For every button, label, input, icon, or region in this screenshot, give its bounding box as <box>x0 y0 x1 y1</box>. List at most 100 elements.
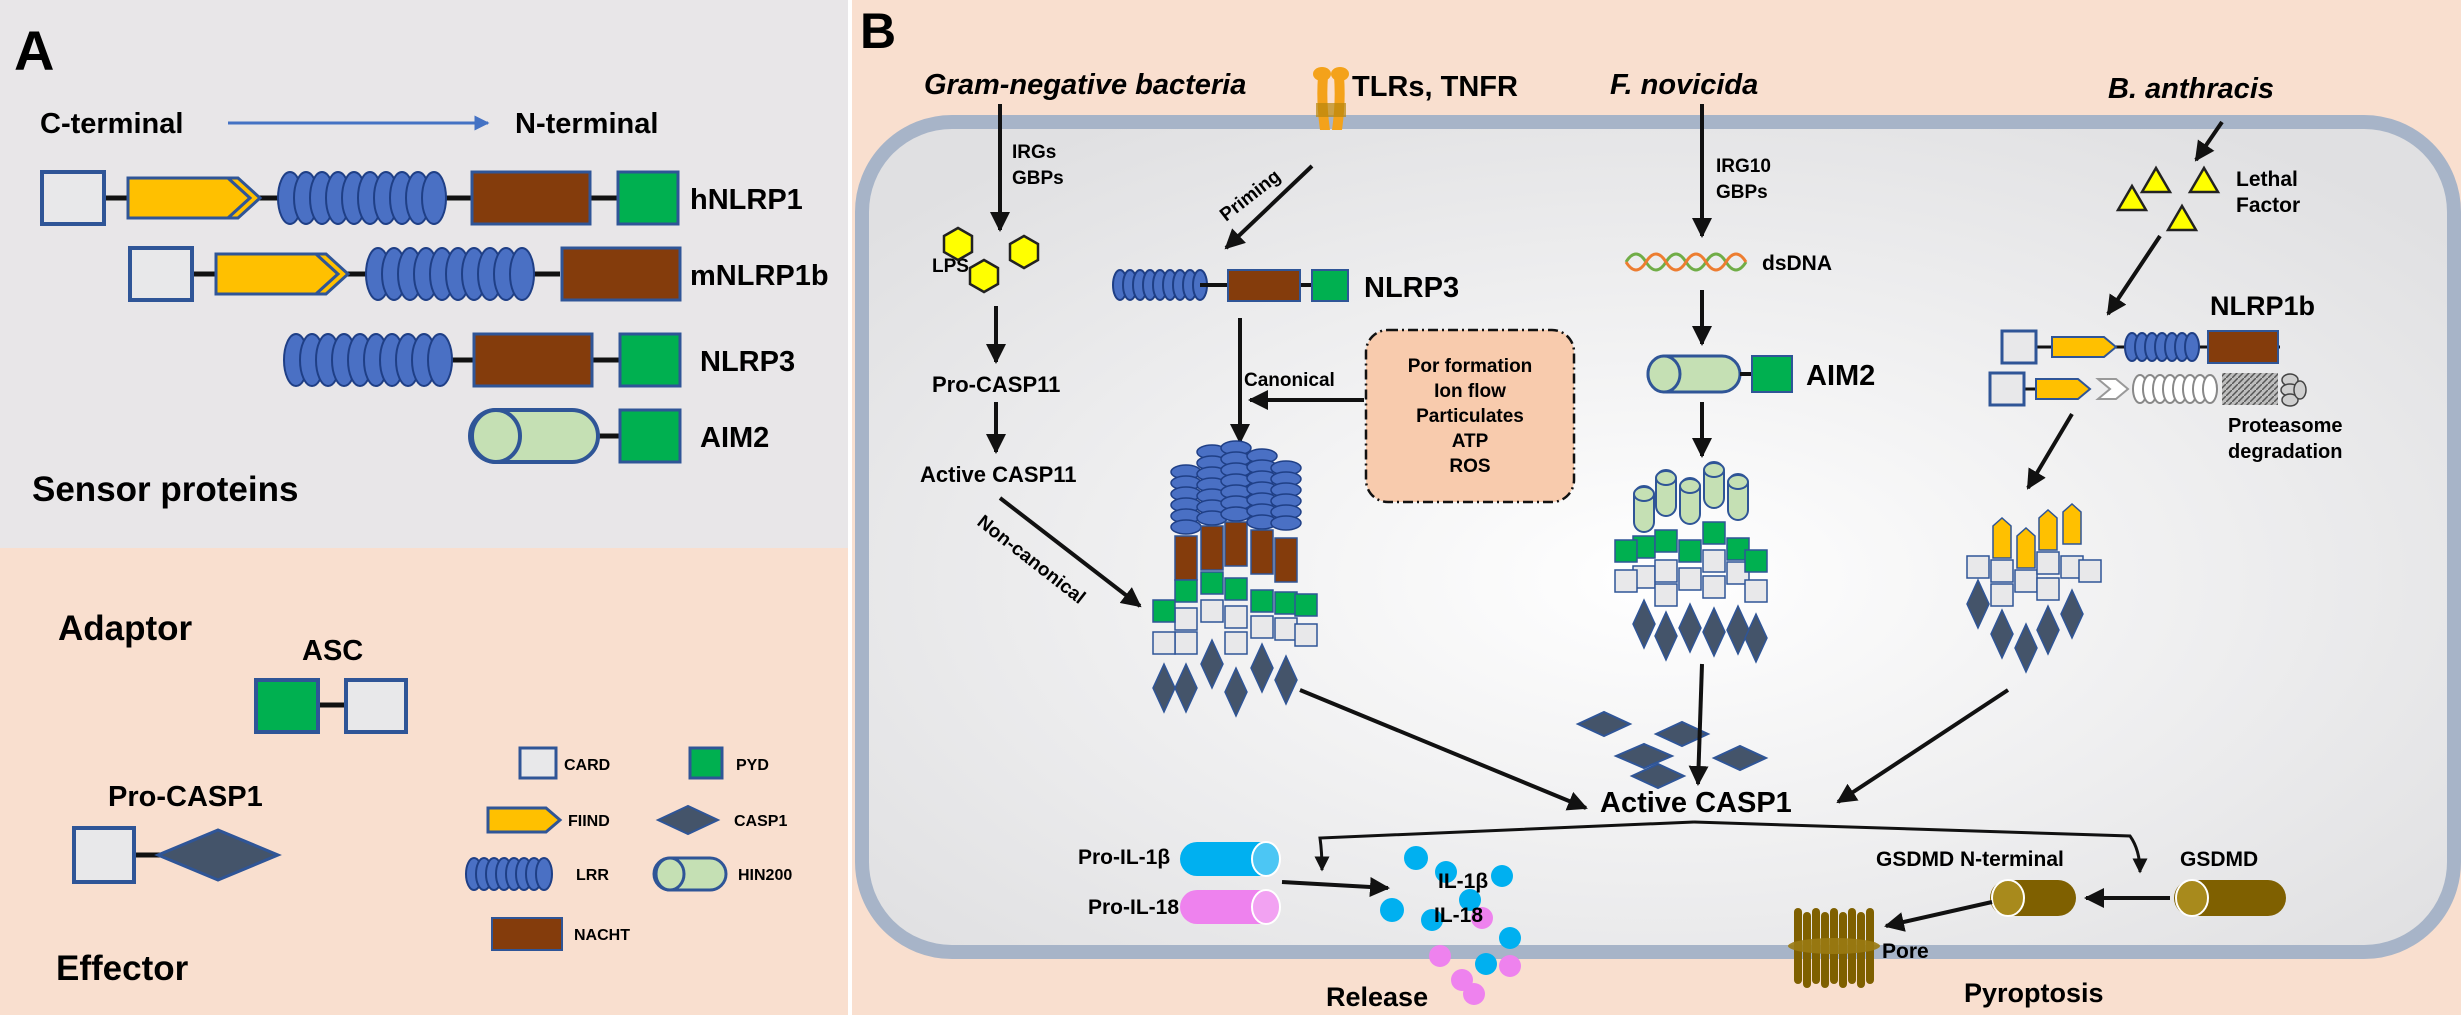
tlrs-label: TLRs, TNFR <box>1352 71 1518 103</box>
arrow-aim2-casp1 <box>1688 663 1709 786</box>
lrr-domain-degraded <box>2132 374 2218 404</box>
svg-text:ROS: ROS <box>1449 456 1490 477</box>
nlrp3-b-label: NLRP3 <box>1364 272 1459 304</box>
nlrp3-domains <box>283 332 682 388</box>
effector-title: Effector <box>56 949 189 988</box>
lethal-label: Lethal <box>2236 168 2298 191</box>
asc-label: ASC <box>302 635 363 667</box>
lethal-factor-icon <box>2115 165 2221 232</box>
legend-fiind-label: FIIND <box>568 813 610 830</box>
card-domain <box>40 170 106 226</box>
stimuli-box <box>1364 328 1576 504</box>
card-domain <box>72 826 136 884</box>
aim2-label: AIM2 <box>700 422 769 454</box>
c-terminal-label: C-terminal <box>40 108 183 140</box>
pro-casp11-label: Pro-CASP11 <box>932 372 1060 397</box>
lps-icon <box>942 226 1040 294</box>
casp1-domain <box>154 828 282 882</box>
legend-casp1-swatch <box>655 804 721 836</box>
fiind-domain <box>2035 378 2092 400</box>
nlrp1b-cleaved <box>1988 371 2307 407</box>
gsdmd-n-label: GSDMD N-terminal <box>1876 848 2064 871</box>
pyd-domain <box>1311 269 1349 302</box>
release-label: Release <box>1326 982 1428 1012</box>
il18-label: IL-18 <box>1434 904 1483 927</box>
legend-pyd-label: PYD <box>736 757 769 774</box>
mnlrp1b-domains <box>128 246 682 302</box>
arrow-proil-cleaved <box>1281 876 1390 897</box>
panel-a-letter: A <box>14 19 54 82</box>
pyd-domain <box>618 408 682 464</box>
pyd-domain <box>1751 355 1793 393</box>
legend-fiind-swatch <box>486 806 563 834</box>
nlrp3-inflammasome <box>1152 440 1318 718</box>
pro-il18-label: Pro-IL-18 <box>1088 896 1179 919</box>
nlrp1b-inflammasome <box>1966 502 2102 674</box>
nlrp1b-b-label: NLRP1b <box>2210 291 2315 321</box>
card-domain <box>128 246 194 302</box>
svg-text:ATP: ATP <box>1452 431 1489 452</box>
degradation-label: degradation <box>2228 441 2342 463</box>
panel-b-letter: B <box>860 3 896 59</box>
legend-hin200-label: HIN200 <box>738 867 792 884</box>
active-casp1-diamonds <box>1575 710 1769 790</box>
dsdna-icon <box>1624 252 1748 272</box>
arrow-nlrp1b-oligomer <box>2026 412 2074 490</box>
arrow-lf-nlrp1b <box>2106 234 2162 316</box>
legend-lrr-label: LRR <box>576 867 609 884</box>
n-terminal-label: N-terminal <box>515 108 658 140</box>
arrow-noncanonical <box>998 496 1142 608</box>
nlrp3-molecule <box>1112 269 1349 302</box>
fiind-domain <box>126 176 253 220</box>
fiind-domain <box>2051 336 2118 358</box>
adaptor-title: Adaptor <box>58 609 193 648</box>
nlrp3-label: NLRP3 <box>700 346 795 378</box>
gsdmd-label: GSDMD <box>2180 848 2258 871</box>
legend-card-label: CARD <box>564 757 610 774</box>
lrr-domain <box>1112 269 1208 301</box>
asc-domains <box>254 678 408 734</box>
active-casp11-label: Active CASP11 <box>920 462 1077 487</box>
lrr-domain <box>277 171 447 225</box>
pyroptosis-label: Pyroptosis <box>1964 978 2104 1008</box>
aim2-b-label: AIM2 <box>1806 360 1875 392</box>
card-domain <box>1988 371 2026 407</box>
stimuli-list: Por formation Ion flow Particulates ATP … <box>1408 356 1533 477</box>
lrr-domain <box>283 333 453 387</box>
panel-divider <box>848 0 852 1015</box>
casp1-branch-left <box>1314 820 1695 872</box>
b-anthracis-label: B. anthracis <box>2108 73 2274 105</box>
legend-nacht-swatch <box>491 917 563 951</box>
svg-text:Por formation: Por formation <box>1408 356 1533 377</box>
nacht-domain-degraded <box>2222 373 2278 405</box>
active-casp1-label: Active CASP1 <box>1600 787 1792 819</box>
aim2-domains <box>468 408 682 464</box>
card-domain <box>344 678 408 734</box>
pro-casp1-domains <box>72 826 282 884</box>
lrr-domain <box>365 247 535 301</box>
aim2-inflammasome <box>1614 461 1768 664</box>
hnlrp1-domains <box>40 170 680 226</box>
nlrp1b-molecule <box>2000 329 2280 365</box>
pro-il18-cylinder <box>1180 889 1281 925</box>
pore-label: Pore <box>1882 940 1929 963</box>
gsdmd-pore <box>1788 908 1880 988</box>
pyd-domain <box>254 678 320 734</box>
proteasome-label: Proteasome <box>2228 415 2343 437</box>
pyd-domain <box>618 332 682 388</box>
pro-il1b-cylinder <box>1180 841 1281 877</box>
pro-casp1-label: Pro-CASP1 <box>108 781 263 813</box>
il-dots <box>1380 846 1521 1005</box>
f-novicida-label: F. novicida <box>1610 69 1758 101</box>
canonical-label: Canonical <box>1244 370 1335 391</box>
svg-text:Particulates: Particulates <box>1416 406 1524 427</box>
nacht-domain <box>1227 269 1301 302</box>
arrow-banthracis <box>2194 120 2224 162</box>
legend-card-swatch <box>518 746 558 780</box>
arrow-gsdmd-pore <box>1884 900 1993 932</box>
svg-text:Ion flow: Ion flow <box>1434 381 1506 402</box>
legend-lrr-swatch <box>465 857 553 891</box>
il1b-label: IL-1β <box>1438 870 1488 893</box>
legend-casp1-label: CASP1 <box>734 813 787 830</box>
lps-label: LPS <box>932 256 969 277</box>
